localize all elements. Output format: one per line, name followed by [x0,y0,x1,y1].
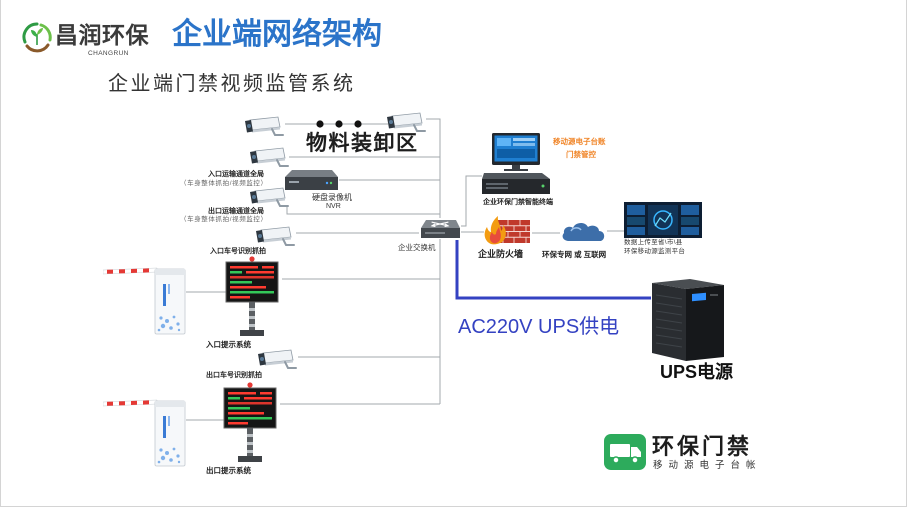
ups-power-label: AC220V UPS供电 [458,316,620,338]
bullet-camera-icon [244,116,284,136]
network-switch-icon [421,220,460,238]
network-label: 环保专网 或 互联网 [542,250,607,259]
company-logo-text: 昌润环保 [55,22,149,48]
company-logo-subtext: CHANGRUN [88,50,129,57]
barrier-gate-icon [103,267,186,335]
nvr-sublabel: NVR [326,203,341,210]
exit-channel-note: （车身整体抓拍/视频监控） [180,216,268,223]
firewall-label: 企业防火墙 [478,249,524,259]
led-prompt-display-icon [223,382,277,463]
bullet-camera-icon [249,147,289,167]
smart-terminal-icon [482,133,550,194]
entry-plate-camera-label: 入口车号识别抓拍 [210,248,266,255]
system-subtitle: 企业端门禁视频监管系统 [108,73,356,95]
brand-subtitle: 移动源电子台帐 [653,460,762,471]
platform-upload-label: 数据上传至省\市\县 [624,239,683,246]
exit-channel-label: 出口运输通道全局 [208,208,264,215]
terminal-caption-ledger: 移动源电子台账 [553,137,606,146]
ellipsis-dot [316,120,324,128]
ups-label: UPS电源 [660,362,734,382]
monitoring-platform-screen-icon [624,202,702,238]
entry-prompt-label: 入口提示系统 [206,340,251,349]
entry-channel-note: （车身整体抓拍/视频监控） [180,180,268,187]
changrun-leaf-logo-icon [22,22,52,53]
terminal-label: 企业环保门禁智能终端 [483,199,553,206]
ups-power-line [455,240,651,300]
bullet-camera-icon [257,349,297,369]
bullet-camera-icon [255,226,295,246]
brand-title: 环保门禁 [652,434,753,459]
connector-camera-2-to-switch [426,118,441,218]
cloud-network-icon [562,222,605,241]
entry-channel-label: 入口运输通道全局 [208,171,264,178]
connector-switch-to-terminal [461,175,482,227]
exit-plate-camera-label: 出口车号识别抓拍 [206,372,262,379]
nvr-label: 硬盘录像机 [312,193,352,202]
barrier-gate-icon [103,399,186,467]
ellipsis-dot [354,120,362,128]
firewall-icon [484,216,530,245]
green-truck-logo-icon [604,434,646,470]
loading-area-label: 物料装卸区 [306,132,419,155]
platform-name-label: 环保移动源监测平台 [624,248,686,255]
led-prompt-display-icon [225,256,279,337]
bullet-camera-icon [386,112,426,132]
connector-exit-channel-camera [286,205,440,215]
page-title: 企业端网络架构 [172,18,382,51]
exit-prompt-label: 出口提示系统 [206,466,251,475]
terminal-caption-access: 门禁管控 [566,150,596,159]
nvr-recorder-icon [285,170,338,190]
ellipsis-dot [335,120,343,128]
ups-tower-icon [652,279,724,361]
switch-label: 企业交换机 [398,243,436,252]
